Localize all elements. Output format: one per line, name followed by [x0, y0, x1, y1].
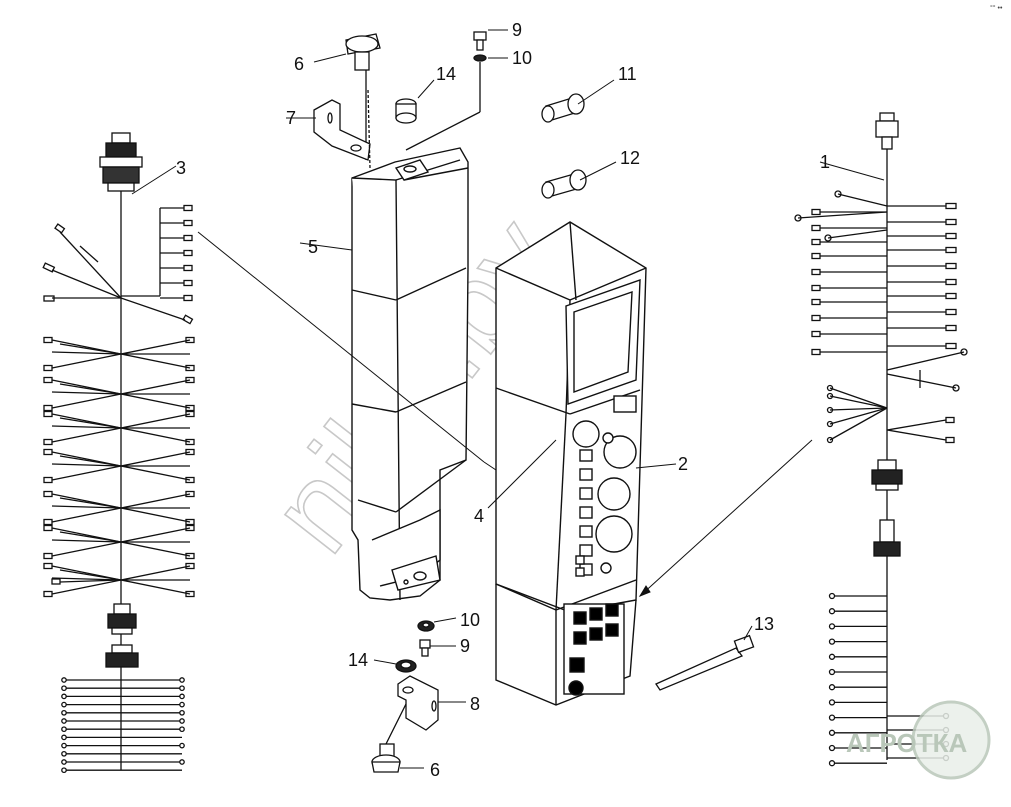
callout-9-bottom: 9 [460, 636, 470, 656]
callout-6-top: 6 [294, 54, 304, 74]
callout-12: 12 [620, 148, 640, 168]
small-parts [313, 31, 755, 773]
callout-1: 1 [820, 152, 830, 172]
callout-7: 7 [286, 108, 296, 128]
callout-13: 13 [754, 614, 774, 634]
callout-2: 2 [678, 454, 688, 474]
callout-9-top: 9 [512, 20, 522, 40]
callout-10-bottom: 10 [460, 610, 480, 630]
callout-6-bottom: 6 [430, 760, 440, 780]
callout-11: 11 [618, 64, 637, 84]
agrotka-logo: АГРОТКА [846, 700, 991, 780]
housing-part-5 [351, 147, 469, 601]
corner-mark: °° •• [990, 4, 1003, 12]
left-wiring-harness [42, 132, 195, 774]
callout-14-bottom: 14 [348, 650, 368, 670]
instrument-panel-part-2 [495, 221, 647, 706]
callout-5: 5 [308, 237, 318, 257]
callout-8: 8 [470, 694, 480, 714]
callout-10-top: 10 [512, 48, 532, 68]
right-wiring-harness [794, 112, 968, 767]
callout-14-top: 14 [436, 64, 456, 84]
leader-lines [131, 29, 885, 769]
svg-text:АГРОТКА: АГРОТКА [846, 728, 967, 758]
callout-labels: 1 2 3 4 5 6 6 7 8 9 9 10 10 11 12 13 14 … [176, 20, 830, 780]
callout-4: 4 [474, 506, 484, 526]
callout-3: 3 [176, 158, 186, 178]
